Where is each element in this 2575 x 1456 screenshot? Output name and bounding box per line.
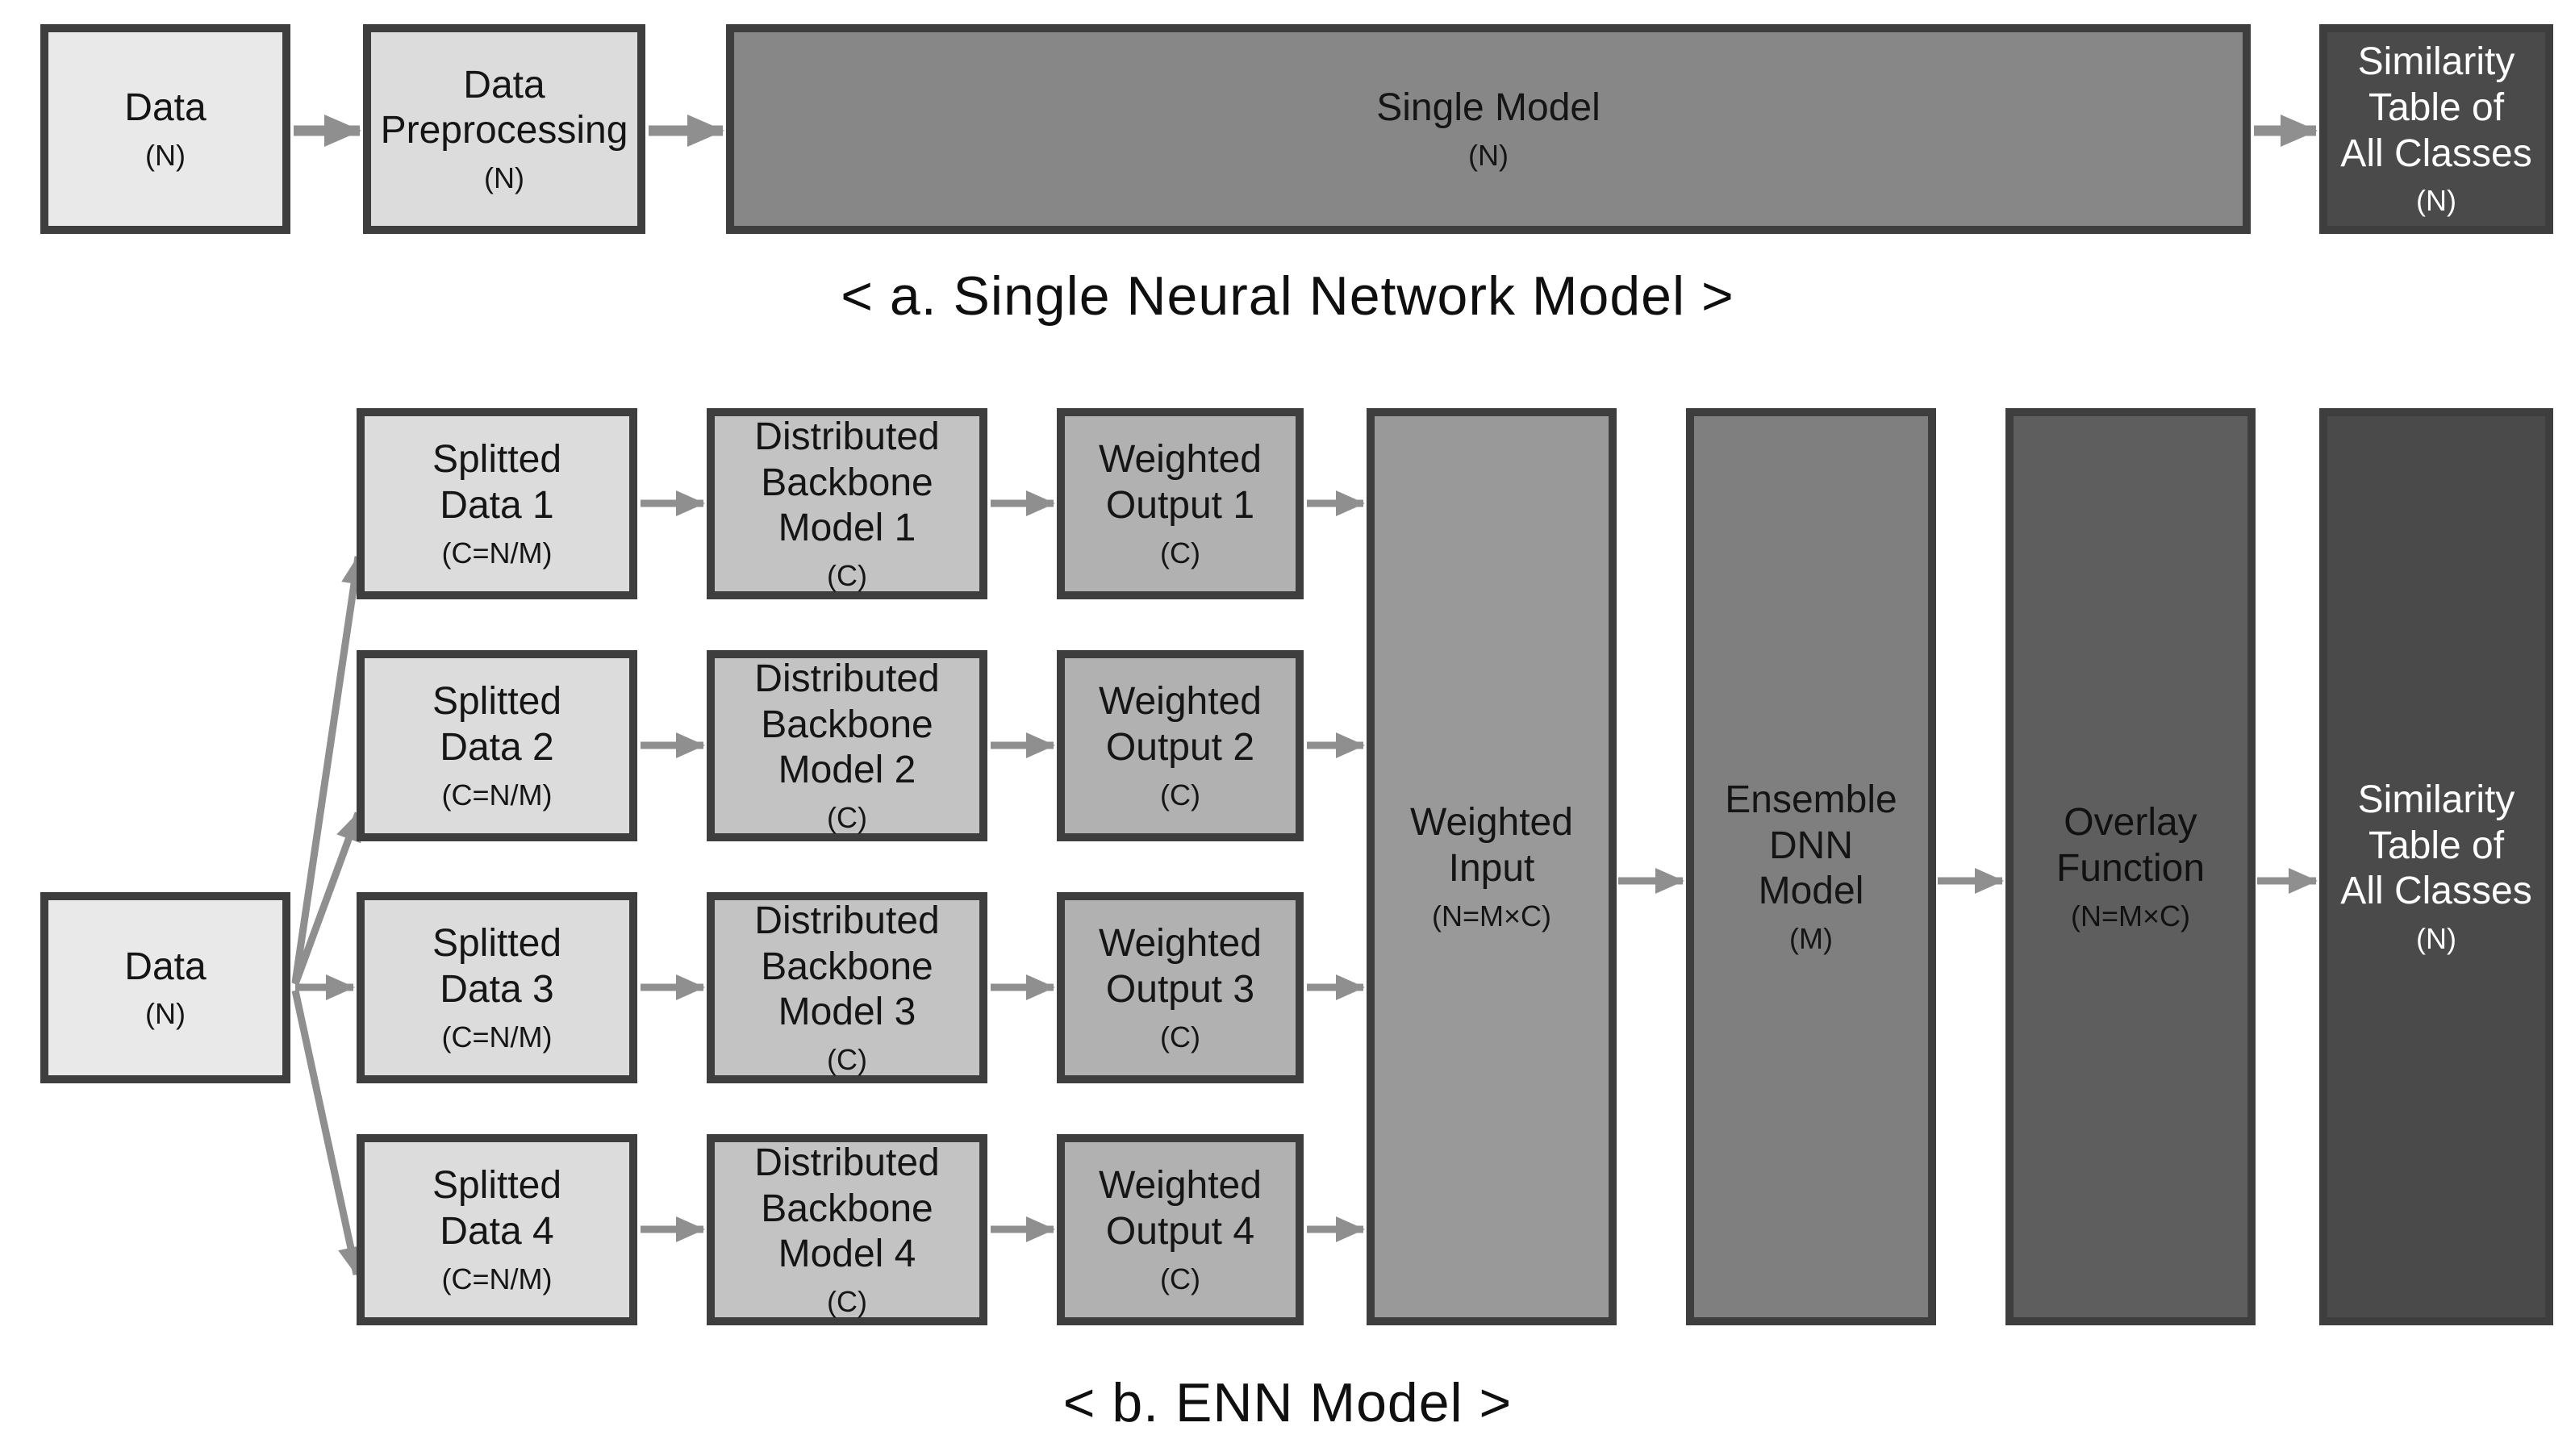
box-splitted-data-2-label: Splitted Data 2 [432,680,562,769]
box-b-data: Data (N) [40,892,290,1083]
box-splitted-data-3-sublabel: (C=N/M) [441,1020,553,1053]
box-weighted-output-1-label: Weighted Output 1 [1099,438,1262,527]
box-backbone-model-4: Distributed Backbone Model 4 (C) [707,1134,987,1325]
box-weighted-output-2: Weighted Output 2 (C) [1057,650,1304,841]
box-backbone-model-4-sublabel: (C) [827,1284,867,1318]
box-splitted-data-2: Splitted Data 2 (C=N/M) [357,650,637,841]
box-a-preprocessing-label: Data Preprocessing [380,63,628,152]
box-b-similarity-table: Similarity Table of All Classes (N) [2319,408,2553,1325]
box-a-data-label: Data [124,86,207,130]
box-backbone-model-3-sublabel: (C) [827,1042,867,1076]
box-splitted-data-1: Splitted Data 1 (C=N/M) [357,408,637,599]
box-backbone-model-4-label: Distributed Backbone Model 4 [754,1141,940,1276]
box-splitted-data-1-sublabel: (C=N/M) [441,536,553,569]
box-backbone-model-1-label: Distributed Backbone Model 1 [754,415,940,550]
arrow-b-data-to-splitted-4 [291,990,364,1276]
box-weighted-output-4: Weighted Output 4 (C) [1057,1134,1304,1325]
box-b-similarity-table-sublabel: (N) [2416,921,2456,955]
box-weighted-output-4-sublabel: (C) [1160,1262,1200,1295]
box-backbone-model-3: Distributed Backbone Model 3 (C) [707,892,987,1083]
box-a-preprocessing-sublabel: (N) [484,161,524,195]
box-b-data-label: Data [124,945,207,988]
box-weighted-input-sublabel: (N=M×C) [1431,899,1551,932]
box-weighted-output-4-label: Weighted Output 4 [1099,1164,1262,1253]
box-ensemble-dnn-model-label: Ensemble DNN Model [1725,778,1897,913]
caption-single-model: < a. Single Neural Network Model > [841,265,1734,327]
box-a-similarity-table-label: Similarity Table of All Classes [2340,40,2532,175]
box-weighted-output-1-sublabel: (C) [1160,536,1200,569]
box-weighted-output-1: Weighted Output 1 (C) [1057,408,1304,599]
arrow-b-data-to-splitted-2 [291,811,362,986]
box-a-similarity-table-sublabel: (N) [2416,184,2456,218]
box-splitted-data-4: Splitted Data 4 (C=N/M) [357,1134,637,1325]
box-weighted-output-3-label: Weighted Output 3 [1099,922,1262,1011]
box-splitted-data-4-label: Splitted Data 4 [432,1164,562,1253]
box-backbone-model-2-sublabel: (C) [827,800,867,834]
box-a-data-sublabel: (N) [145,138,186,172]
box-weighted-input: Weighted Input (N=M×C) [1367,408,1617,1325]
box-a-single-model-sublabel: (N) [1468,138,1509,172]
box-ensemble-dnn-model-sublabel: (M) [1789,921,1833,955]
box-backbone-model-2: Distributed Backbone Model 2 (C) [707,650,987,841]
box-splitted-data-1-label: Splitted Data 1 [432,438,562,527]
box-backbone-model-3-label: Distributed Backbone Model 3 [754,899,940,1034]
box-weighted-input-label: Weighted Input [1410,801,1573,890]
box-a-single-model: Single Model (N) [726,24,2251,234]
box-weighted-output-2-sublabel: (C) [1160,778,1200,811]
box-overlay-function-label: Overlay Function [2055,801,2206,890]
box-splitted-data-4-sublabel: (C=N/M) [441,1262,553,1295]
box-a-data: Data (N) [40,24,290,234]
box-splitted-data-3: Splitted Data 3 (C=N/M) [357,892,637,1083]
box-backbone-model-1: Distributed Backbone Model 1 (C) [707,408,987,599]
box-a-preprocessing: Data Preprocessing (N) [363,24,645,234]
box-a-similarity-table: Similarity Table of All Classes (N) [2319,24,2553,234]
box-b-similarity-table-label: Similarity Table of All Classes [2340,778,2532,913]
box-weighted-output-3: Weighted Output 3 (C) [1057,892,1304,1083]
box-weighted-output-2-label: Weighted Output 2 [1099,680,1262,769]
box-ensemble-dnn-model: Ensemble DNN Model (M) [1686,408,1936,1325]
caption-enn-model: < b. ENN Model > [1062,1372,1513,1433]
box-splitted-data-2-sublabel: (C=N/M) [441,778,553,811]
arrow-b-data-to-splitted-1 [291,555,367,983]
box-overlay-function-sublabel: (N=M×C) [2070,899,2190,932]
box-weighted-output-3-sublabel: (C) [1160,1020,1200,1053]
box-overlay-function: Overlay Function (N=M×C) [2005,408,2256,1325]
box-backbone-model-2-label: Distributed Backbone Model 2 [754,657,940,792]
box-a-single-model-label: Single Model [1376,86,1601,130]
box-b-data-sublabel: (N) [145,997,186,1031]
box-splitted-data-3-label: Splitted Data 3 [432,922,562,1011]
box-backbone-model-1-sublabel: (C) [827,558,867,592]
